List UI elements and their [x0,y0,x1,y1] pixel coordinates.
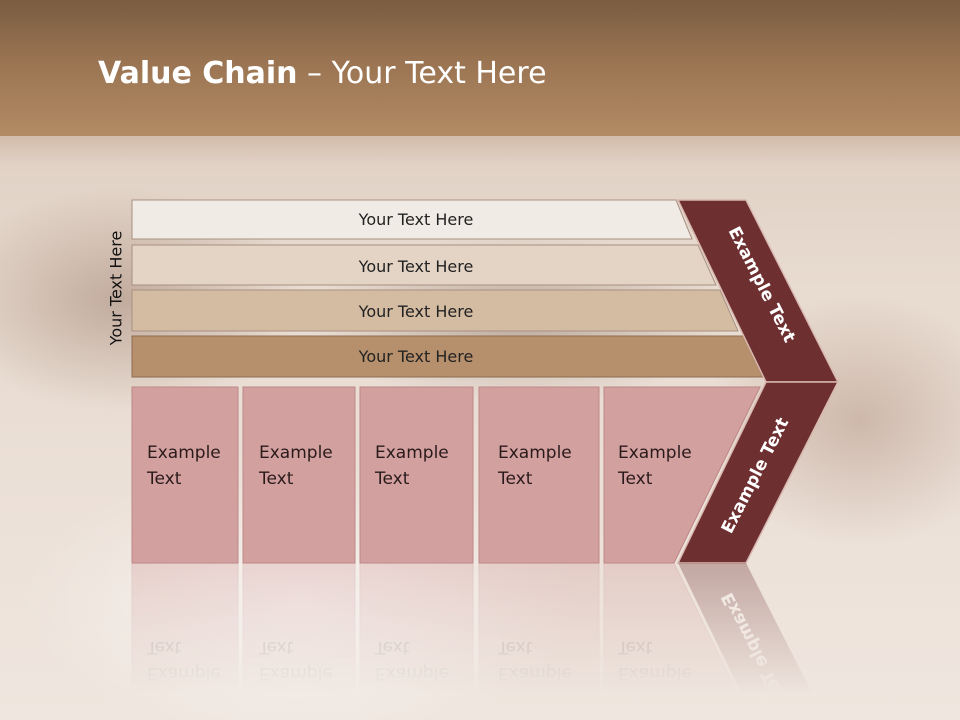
bar-shape-3 [131,289,739,332]
box-line1-3: Example [375,443,449,463]
bar-row[interactable]: Your Text Here [131,199,693,240]
svg-text:Example: Example [259,663,333,683]
svg-text:Text: Text [146,637,182,657]
title-bar [0,0,960,136]
box-line2-3: Text [374,469,410,489]
svg-text:Example: Example [498,663,572,683]
svg-text:Text: Text [617,637,653,657]
svg-text:Text: Text [497,637,533,657]
svg-text:Text: Text [258,637,294,657]
bar-label-2: Your Text Here [358,257,474,276]
box-line1-4: Example [498,443,572,463]
svg-text:Example: Example [375,663,449,683]
box-line2-5: Text [617,469,653,489]
box-item[interactable]: Example Text [603,386,761,564]
box-shape-2 [242,386,356,564]
box-item[interactable]: Example Text [359,386,474,564]
title-bar-shadow [0,136,960,166]
box-line1-2: Example [259,443,333,463]
slide-title-bold: Value Chain [98,56,298,91]
slide-title[interactable]: Value Chain – Your Text Here [98,56,547,91]
svg-text:Example: Example [618,663,692,683]
box-item[interactable]: Example Text [478,386,600,564]
bar-row[interactable]: Your Text Here [131,244,717,286]
box-shape-4 [478,386,600,564]
reflection: Text Example Text Example Text Example T… [131,562,826,720]
box-item[interactable]: Example Text [242,386,356,564]
bar-row[interactable]: Your Text Here [131,335,764,378]
bar-label-3: Your Text Here [358,302,474,321]
box-line2-1: Text [146,469,182,489]
bar-shape-1 [131,199,693,240]
bar-label-1: Your Text Here [358,210,474,229]
bar-shape-2 [131,244,717,286]
box-item[interactable]: Example Text [131,386,239,564]
chevron-upper[interactable]: Example Text [676,199,840,383]
svg-text:Example: Example [147,663,221,683]
box-shape-3 [359,386,474,564]
box-line1-5: Example [618,443,692,463]
box-line2-4: Text [497,469,533,489]
slide-title-rest: – Your Text Here [297,56,547,91]
bar-label-4: Your Text Here [358,347,474,366]
box-line1-1: Example [147,443,221,463]
box-shape-1 [131,386,239,564]
box-line2-2: Text [258,469,294,489]
svg-text:Text: Text [374,637,410,657]
bar-row[interactable]: Your Text Here [131,289,739,332]
